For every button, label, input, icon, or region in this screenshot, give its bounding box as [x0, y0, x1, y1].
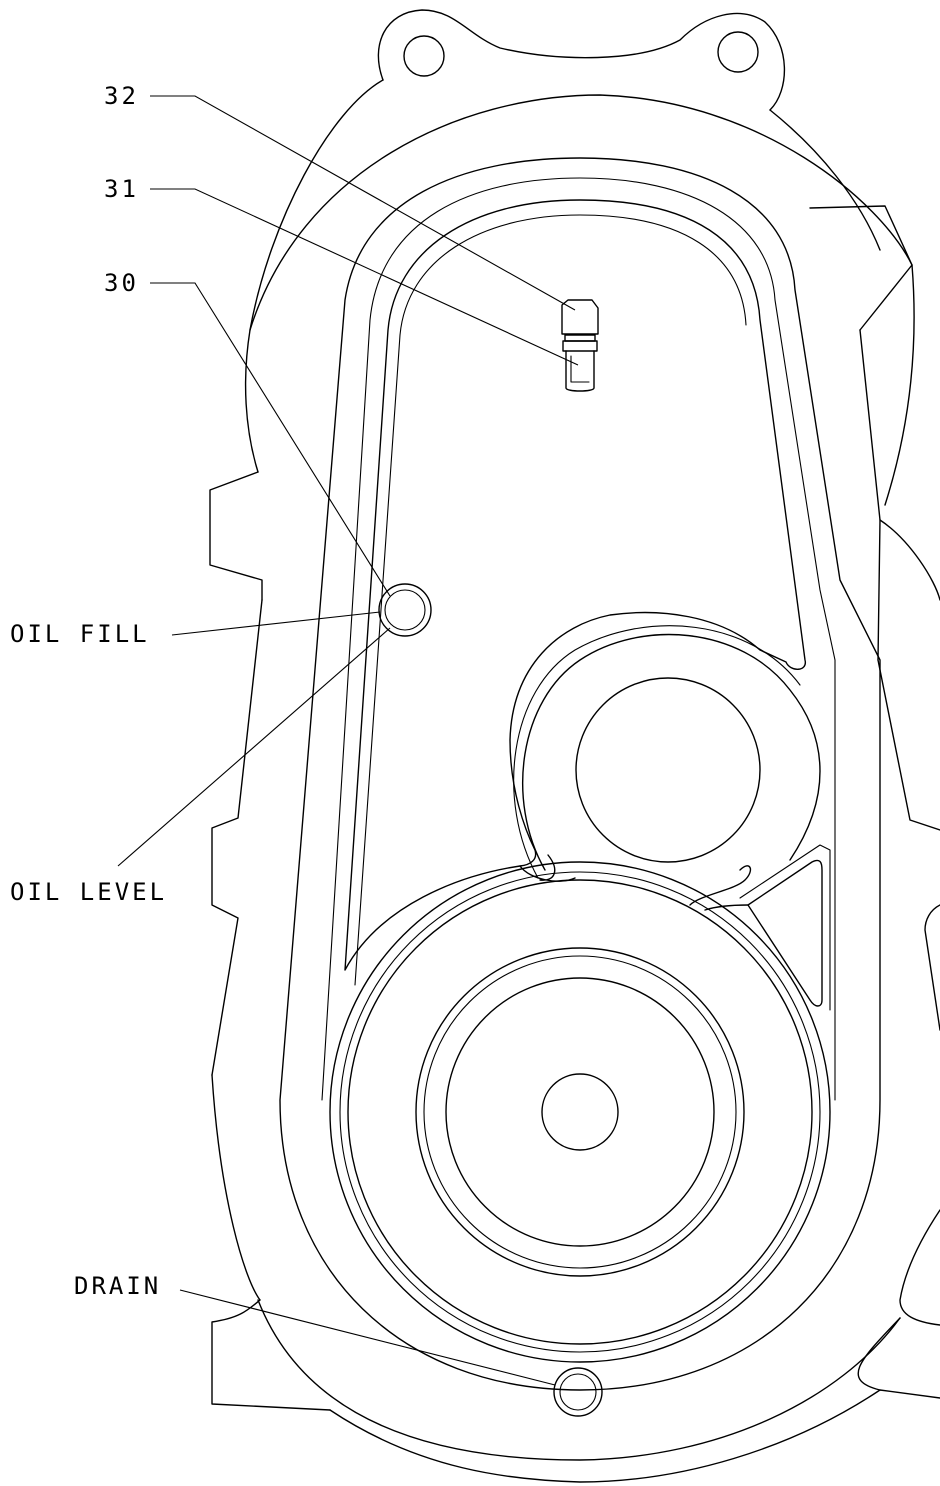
breather-assembly [561, 299, 599, 392]
cover-outer-ring [249, 94, 913, 1461]
inner-gasket [279, 157, 881, 1391]
callout-oil-level: OIL LEVEL [10, 878, 168, 906]
oil-cavity [344, 199, 806, 986]
leader-30 [150, 282, 391, 597]
leader-32 [150, 95, 576, 311]
leader-lines [117, 95, 579, 1386]
lower-gear-boss [329, 861, 831, 1363]
housing-outline [209, 9, 940, 1483]
leader-31 [150, 188, 579, 366]
callout-30: 30 [104, 269, 139, 297]
oil-fill-plug [378, 583, 432, 637]
callout-31: 31 [104, 175, 139, 203]
leader-oil-fill [171, 611, 381, 636]
breather-cap-32 [561, 299, 599, 335]
mounting-hole-right [717, 31, 759, 73]
leader-oil-level [117, 627, 391, 867]
breather-body-31 [565, 350, 595, 392]
leader-drain [179, 1289, 556, 1386]
callout-32: 32 [104, 82, 139, 110]
mounting-hole-left [403, 35, 445, 77]
drain-plug [553, 1367, 603, 1417]
upper-gear-boss [513, 625, 821, 882]
callout-oil-fill: OIL FILL [10, 620, 150, 648]
callout-drain: DRAIN [74, 1272, 162, 1300]
triangular-pocket [689, 844, 831, 1011]
